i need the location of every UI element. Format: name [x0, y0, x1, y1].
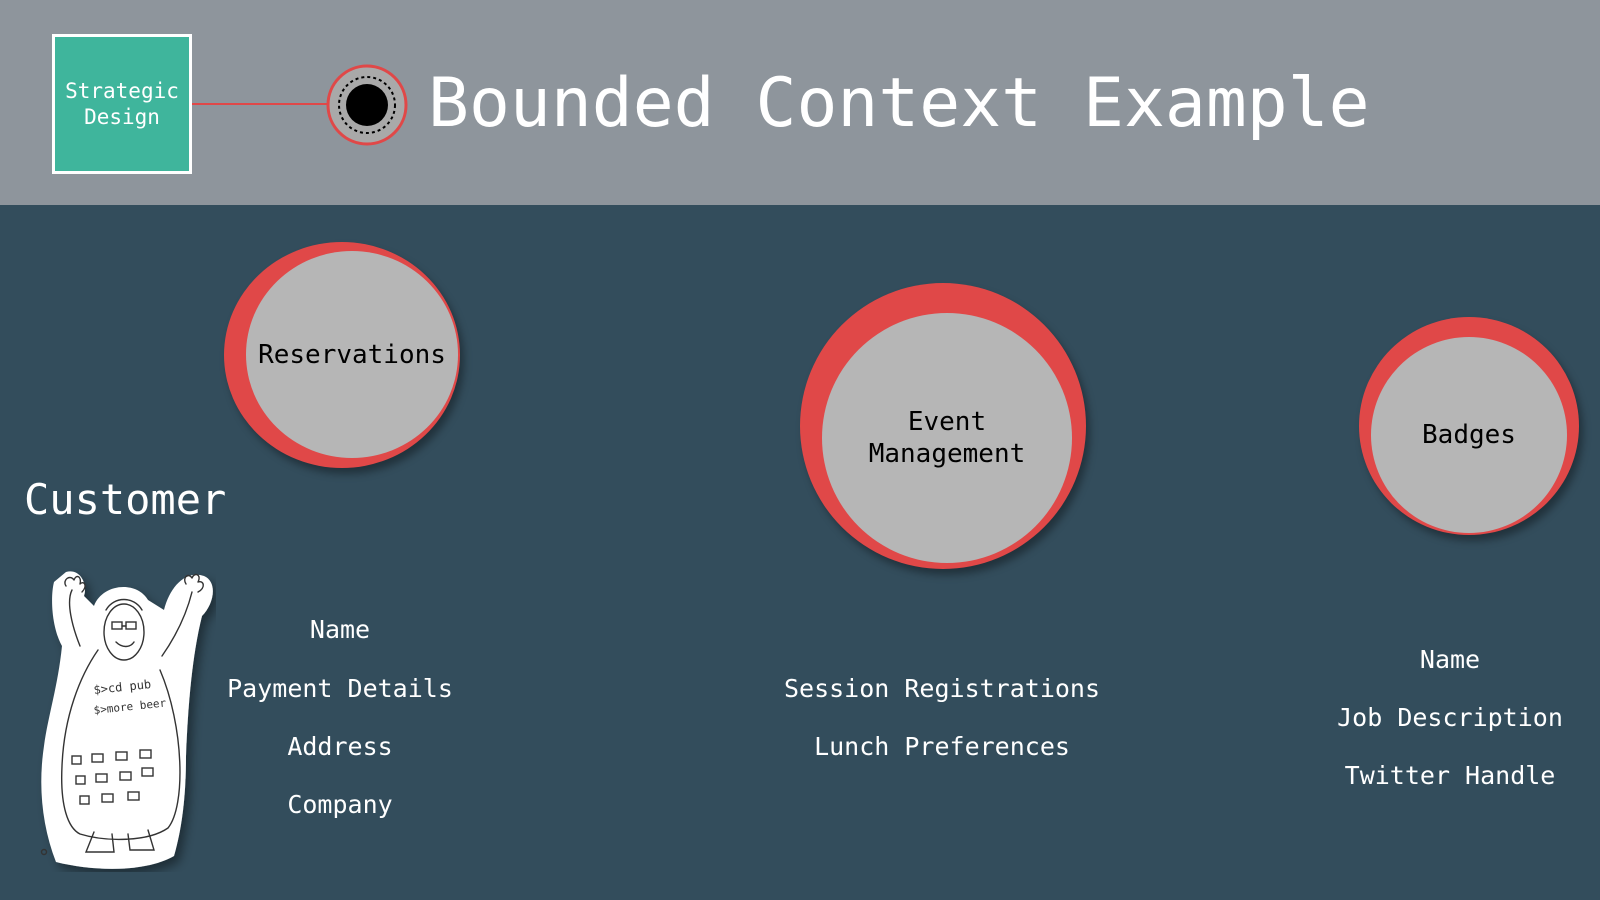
- context-event-management-label: Event Management: [822, 313, 1072, 563]
- badges-attribute-job-description: Job Description: [1337, 703, 1563, 732]
- context-badges: Badges: [1359, 317, 1579, 535]
- context-event-management: Event Management: [800, 283, 1086, 569]
- header-bar: Strategic Design Bounded Context Example: [0, 0, 1600, 205]
- strategic-design-badge: Strategic Design: [52, 34, 192, 174]
- page-title: Bounded Context Example: [428, 64, 1370, 143]
- customer-label: Customer: [24, 475, 227, 524]
- context-reservations-label: Reservations: [246, 251, 458, 458]
- connector-line: [192, 103, 328, 105]
- event-attribute-lunch-preferences: Lunch Preferences: [814, 732, 1070, 761]
- target-icon: [326, 64, 408, 146]
- drawing-text-1: $>cd pub: [93, 677, 152, 697]
- badges-attribute-name: Name: [1419, 645, 1481, 674]
- customer-drawing: $>cd pub $>more beer: [40, 571, 213, 869]
- context-reservations: Reservations: [224, 242, 460, 468]
- context-badges-label: Badges: [1371, 337, 1567, 533]
- reservations-attribute-name: Name: [309, 615, 371, 644]
- badges-attribute-twitter-handle: Twitter Handle: [1344, 761, 1556, 790]
- reservations-attribute-company: Company: [287, 790, 393, 819]
- reservations-attribute-payment-details: Payment Details: [227, 674, 453, 703]
- reservations-attribute-address: Address: [287, 732, 393, 761]
- event-attribute-session-registrations: Session Registrations: [783, 674, 1101, 703]
